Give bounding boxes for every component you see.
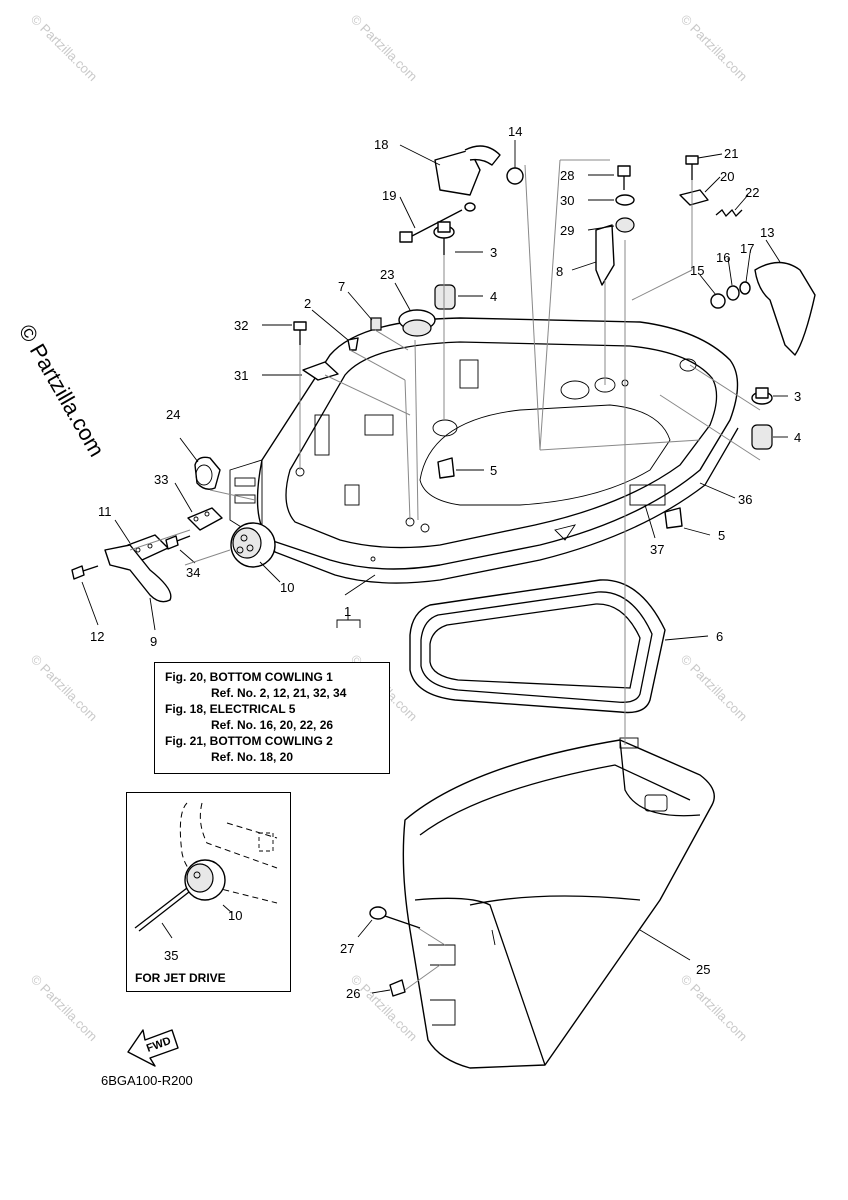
callout-20: 20 xyxy=(720,169,734,184)
callout-3: 3 xyxy=(490,245,497,260)
leader-lines xyxy=(81,140,788,994)
callout-10: 10 xyxy=(228,908,242,923)
reference-line: Fig. 20, BOTTOM COWLING 1 xyxy=(165,670,333,684)
callout-5: 5 xyxy=(718,528,725,543)
grommet-10 xyxy=(230,522,276,568)
callout-15: 15 xyxy=(690,263,704,278)
callout-numbers: 1 2 3 3 4 4 5 5 6 7 8 9 10 10 11 12 13 1… xyxy=(90,124,801,1001)
reference-line: Ref. No. 18, 20 xyxy=(211,750,294,764)
callout-17: 17 xyxy=(740,241,754,256)
forward-arrow-icon: FWD xyxy=(127,1029,179,1067)
callout-9: 9 xyxy=(150,634,157,649)
callout-8: 8 xyxy=(556,264,563,279)
watermark: © Partzilla.com xyxy=(678,12,751,85)
callout-10: 10 xyxy=(280,580,294,595)
grommet-24 xyxy=(194,456,221,490)
callout-30: 30 xyxy=(560,193,574,208)
callout-1: 1 xyxy=(344,604,351,619)
callout-4: 4 xyxy=(794,430,801,445)
callout-12: 12 xyxy=(90,629,104,644)
callout-5: 5 xyxy=(490,463,497,478)
callout-13: 13 xyxy=(760,225,774,240)
reference-box: Fig. 20, BOTTOM COWLING 1 Ref. No. 2, 12… xyxy=(154,662,390,774)
callout-33: 33 xyxy=(154,472,168,487)
watermark: © Partzilla.com xyxy=(678,652,751,725)
callout-37: 37 xyxy=(650,542,664,557)
callout-27: 27 xyxy=(340,941,354,956)
jet-drive-illustration xyxy=(134,802,278,939)
callout-16: 16 xyxy=(716,250,730,265)
callout-3: 3 xyxy=(794,389,801,404)
watermark: © Partzilla.com xyxy=(28,972,101,1045)
callout-18: 18 xyxy=(374,137,388,152)
callout-26: 26 xyxy=(346,986,360,1001)
callout-34: 34 xyxy=(186,565,200,580)
callout-21: 21 xyxy=(724,146,738,161)
plate-33 xyxy=(187,507,223,531)
watermark: © Partzilla.com xyxy=(678,972,751,1045)
callout-14: 14 xyxy=(508,124,522,139)
callout-4: 4 xyxy=(490,289,497,304)
callout-6: 6 xyxy=(716,629,723,644)
callout-24: 24 xyxy=(166,407,180,422)
lower-cowling xyxy=(402,737,715,1069)
callout-7: 7 xyxy=(338,279,345,294)
callout-25: 25 xyxy=(696,962,710,977)
callout-31: 31 xyxy=(234,368,248,383)
alignment-lines xyxy=(129,159,761,991)
callout-35: 35 xyxy=(164,948,178,963)
reference-line: Fig. 21, BOTTOM COWLING 2 xyxy=(165,734,333,748)
side-watermark: © Partzilla.com xyxy=(14,320,110,461)
callout-2: 2 xyxy=(304,296,311,311)
jet-drive-label: FOR JET DRIVE xyxy=(135,971,226,985)
callout-22: 22 xyxy=(745,185,759,200)
watermark: © Partzilla.com xyxy=(348,12,421,85)
watermark: © Partzilla.com xyxy=(28,652,101,725)
callout-23: 23 xyxy=(380,267,394,282)
callout-19: 19 xyxy=(382,188,396,203)
watermark: © Partzilla.com xyxy=(348,972,421,1045)
screws xyxy=(71,535,191,580)
callout-29: 29 xyxy=(560,223,574,238)
seal-gasket xyxy=(409,579,666,714)
reference-line: Ref. No. 16, 20, 22, 26 xyxy=(211,718,334,732)
hardware-parts xyxy=(293,145,816,997)
bracket-11 xyxy=(104,534,172,603)
reference-line: Fig. 18, ELECTRICAL 5 xyxy=(165,702,296,716)
diagram-code: 6BGA100-R200 xyxy=(101,1073,193,1088)
reference-line: Ref. No. 2, 12, 21, 32, 34 xyxy=(211,686,347,700)
callout-32: 32 xyxy=(234,318,248,333)
callout-36: 36 xyxy=(738,492,752,507)
watermark: © Partzilla.com xyxy=(28,12,101,85)
callout-11: 11 xyxy=(98,504,112,519)
callout-28: 28 xyxy=(560,168,574,183)
jet-drive-inset: FOR JET DRIVE xyxy=(126,792,291,992)
bottom-cowling-tray xyxy=(229,317,739,584)
